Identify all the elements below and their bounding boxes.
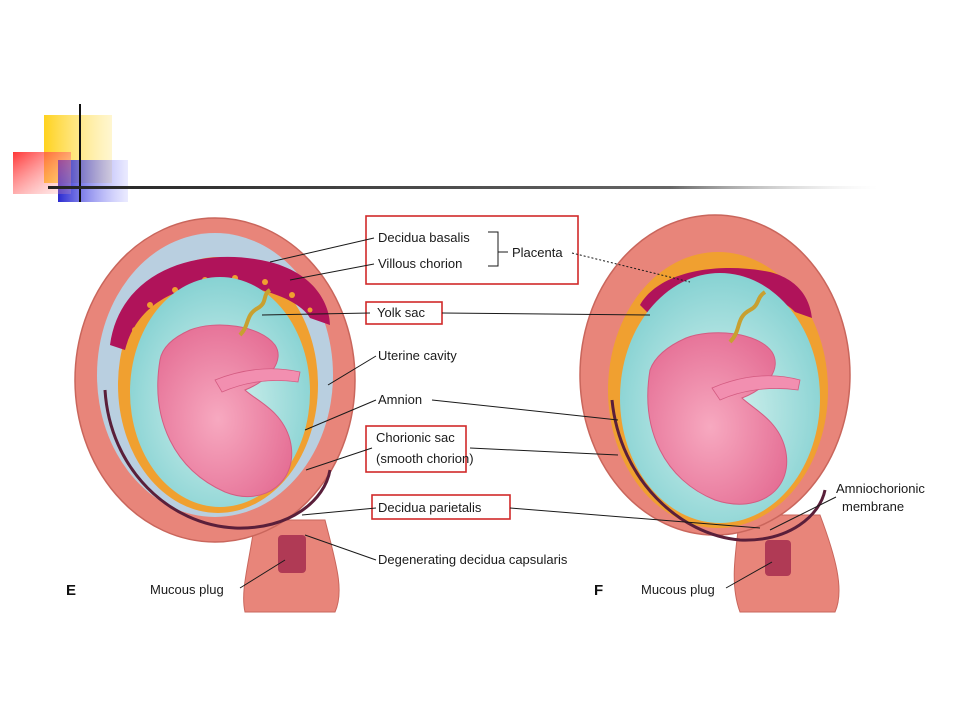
- label-placenta: Placenta: [512, 245, 563, 260]
- decidua-parietalis-highlight-box: [371, 494, 511, 520]
- placenta-bracket: [488, 231, 508, 267]
- label-membrane: membrane: [842, 499, 904, 514]
- panel-f-fetus: [647, 332, 788, 505]
- panel-f-mucous-plug: [765, 540, 791, 576]
- panel-e-mucous-plug: [278, 535, 306, 573]
- label-smooth-chorion: (smooth chorion): [376, 451, 474, 466]
- panel-letter-f: F: [594, 582, 603, 599]
- chorionic-sac-highlight-box: [365, 425, 467, 473]
- panel-e-outer-membrane: [103, 389, 332, 530]
- label-degenerating-decidua-capsularis: Degenerating decidua capsularis: [378, 552, 568, 567]
- panel-e-placenta-villi: [110, 256, 330, 350]
- label-mucous-plug-e: Mucous plug: [150, 582, 224, 597]
- panel-f-umbilical-cord: [728, 290, 767, 344]
- panel-f-fetus-limb: [711, 375, 801, 401]
- label-amnion: Amnion: [378, 392, 422, 407]
- panel-f-outer-membrane: [610, 399, 827, 542]
- label-mucous-plug-f: Mucous plug: [641, 582, 715, 597]
- label-uterine-cavity: Uterine cavity: [378, 348, 457, 363]
- panel-e-fetus-limb: [214, 368, 301, 393]
- label-villous-chorion: Villous chorion: [378, 256, 462, 271]
- panel-e-fetus: [157, 324, 293, 497]
- label-decidua-basalis: Decidua basalis: [378, 230, 470, 245]
- leader-lines: [239, 237, 837, 589]
- panel-e-umbilical-cord: [238, 288, 272, 337]
- label-yolk-sac: Yolk sac: [377, 305, 425, 320]
- placenta-highlight-box: [365, 215, 579, 285]
- panel-e-illustration: [74, 217, 356, 613]
- label-chorionic-sac: Chorionic sac: [376, 430, 455, 445]
- slide-decoration: [13, 104, 878, 202]
- label-decidua-parietalis: Decidua parietalis: [378, 500, 482, 515]
- horizontal-rule: [48, 186, 878, 189]
- label-amniochorionic: Amniochorionic: [836, 481, 925, 496]
- panel-f-illustration: [579, 214, 851, 613]
- panel-letter-e: E: [66, 582, 76, 599]
- panel-f-placenta-villi: [640, 268, 812, 318]
